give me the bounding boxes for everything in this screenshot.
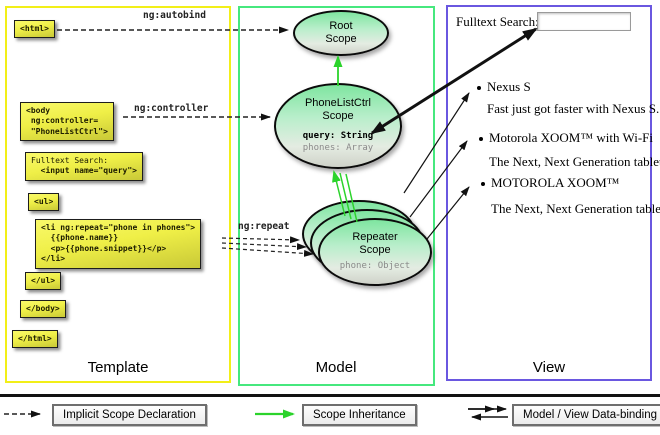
fulltext-template-box: Fulltext Search: <input name="query"> [25,152,143,181]
legend-scope-inheritance: Scope Inheritance [302,404,417,426]
view-item-name: MOTOROLA XOOM™ [491,175,620,190]
phonelistctrl-scope-ellipse: PhoneListCtrl Scope query: String phones… [274,83,402,169]
repeater-scope-title: Repeater Scope [352,231,398,256]
view-item-name: Motorola XOOM™ with Wi-Fi [489,130,654,145]
template-column-title: Template [87,359,149,376]
model-column [238,6,435,386]
view-item-name: Nexus S [487,79,531,94]
html-close-tag-box: </html> [12,330,58,349]
html-open-tag-box: <html> [14,20,55,39]
bullet-icon [479,137,483,141]
legend-model-view-databinding: Model / View Data-binding [512,404,660,426]
view-item-snippet: Fast just got faster with Nexus S. [487,101,660,116]
phonelistctrl-scope-title: PhoneListCtrl Scope [304,97,372,122]
query-property: query: String [302,130,374,141]
legend-divider [0,394,660,397]
fulltext-template-label: Fulltext Search: [31,156,109,165]
li-repeat-box: <li ng:repeat="phone in phones"> {{phone… [35,219,202,269]
root-scope-title: Root Scope [325,20,357,45]
ng-controller-label: ng:controller [134,103,209,114]
root-scope-ellipse: Root Scope [293,10,389,56]
view-column-title: View [532,359,566,376]
ul-close-tag-box: </ul> [25,272,62,291]
phone-property: phone: Object [339,261,411,272]
view-column [446,5,652,381]
view-item-snippet: The Next, Next Generation tablet. [491,201,660,216]
model-column-title: Model [315,359,357,376]
view-search-label: Fulltext Search: [456,14,539,29]
bullet-icon [477,86,481,90]
ng-autobind-label: ng:autobind [143,10,206,21]
fulltext-search-input[interactable] [537,12,631,31]
input-tag-code: <input name="query"> [31,166,137,176]
view-item-snippet: The Next, Next Generation tablet. [489,154,660,169]
repeater-scope-ellipse-front: Repeater Scope phone: Object [318,218,432,286]
body-close-tag-box: </body> [20,300,66,319]
body-open-tag-box: <body ng:controller= "PhoneListCtrl"> [20,102,114,142]
ng-repeat-label: ng:repeat [238,221,290,232]
legend-implicit-scope: Implicit Scope Declaration [52,404,207,426]
phones-property: phones: Array [302,143,374,154]
bullet-icon [481,182,485,186]
ul-open-tag-box: <ul> [28,193,60,212]
